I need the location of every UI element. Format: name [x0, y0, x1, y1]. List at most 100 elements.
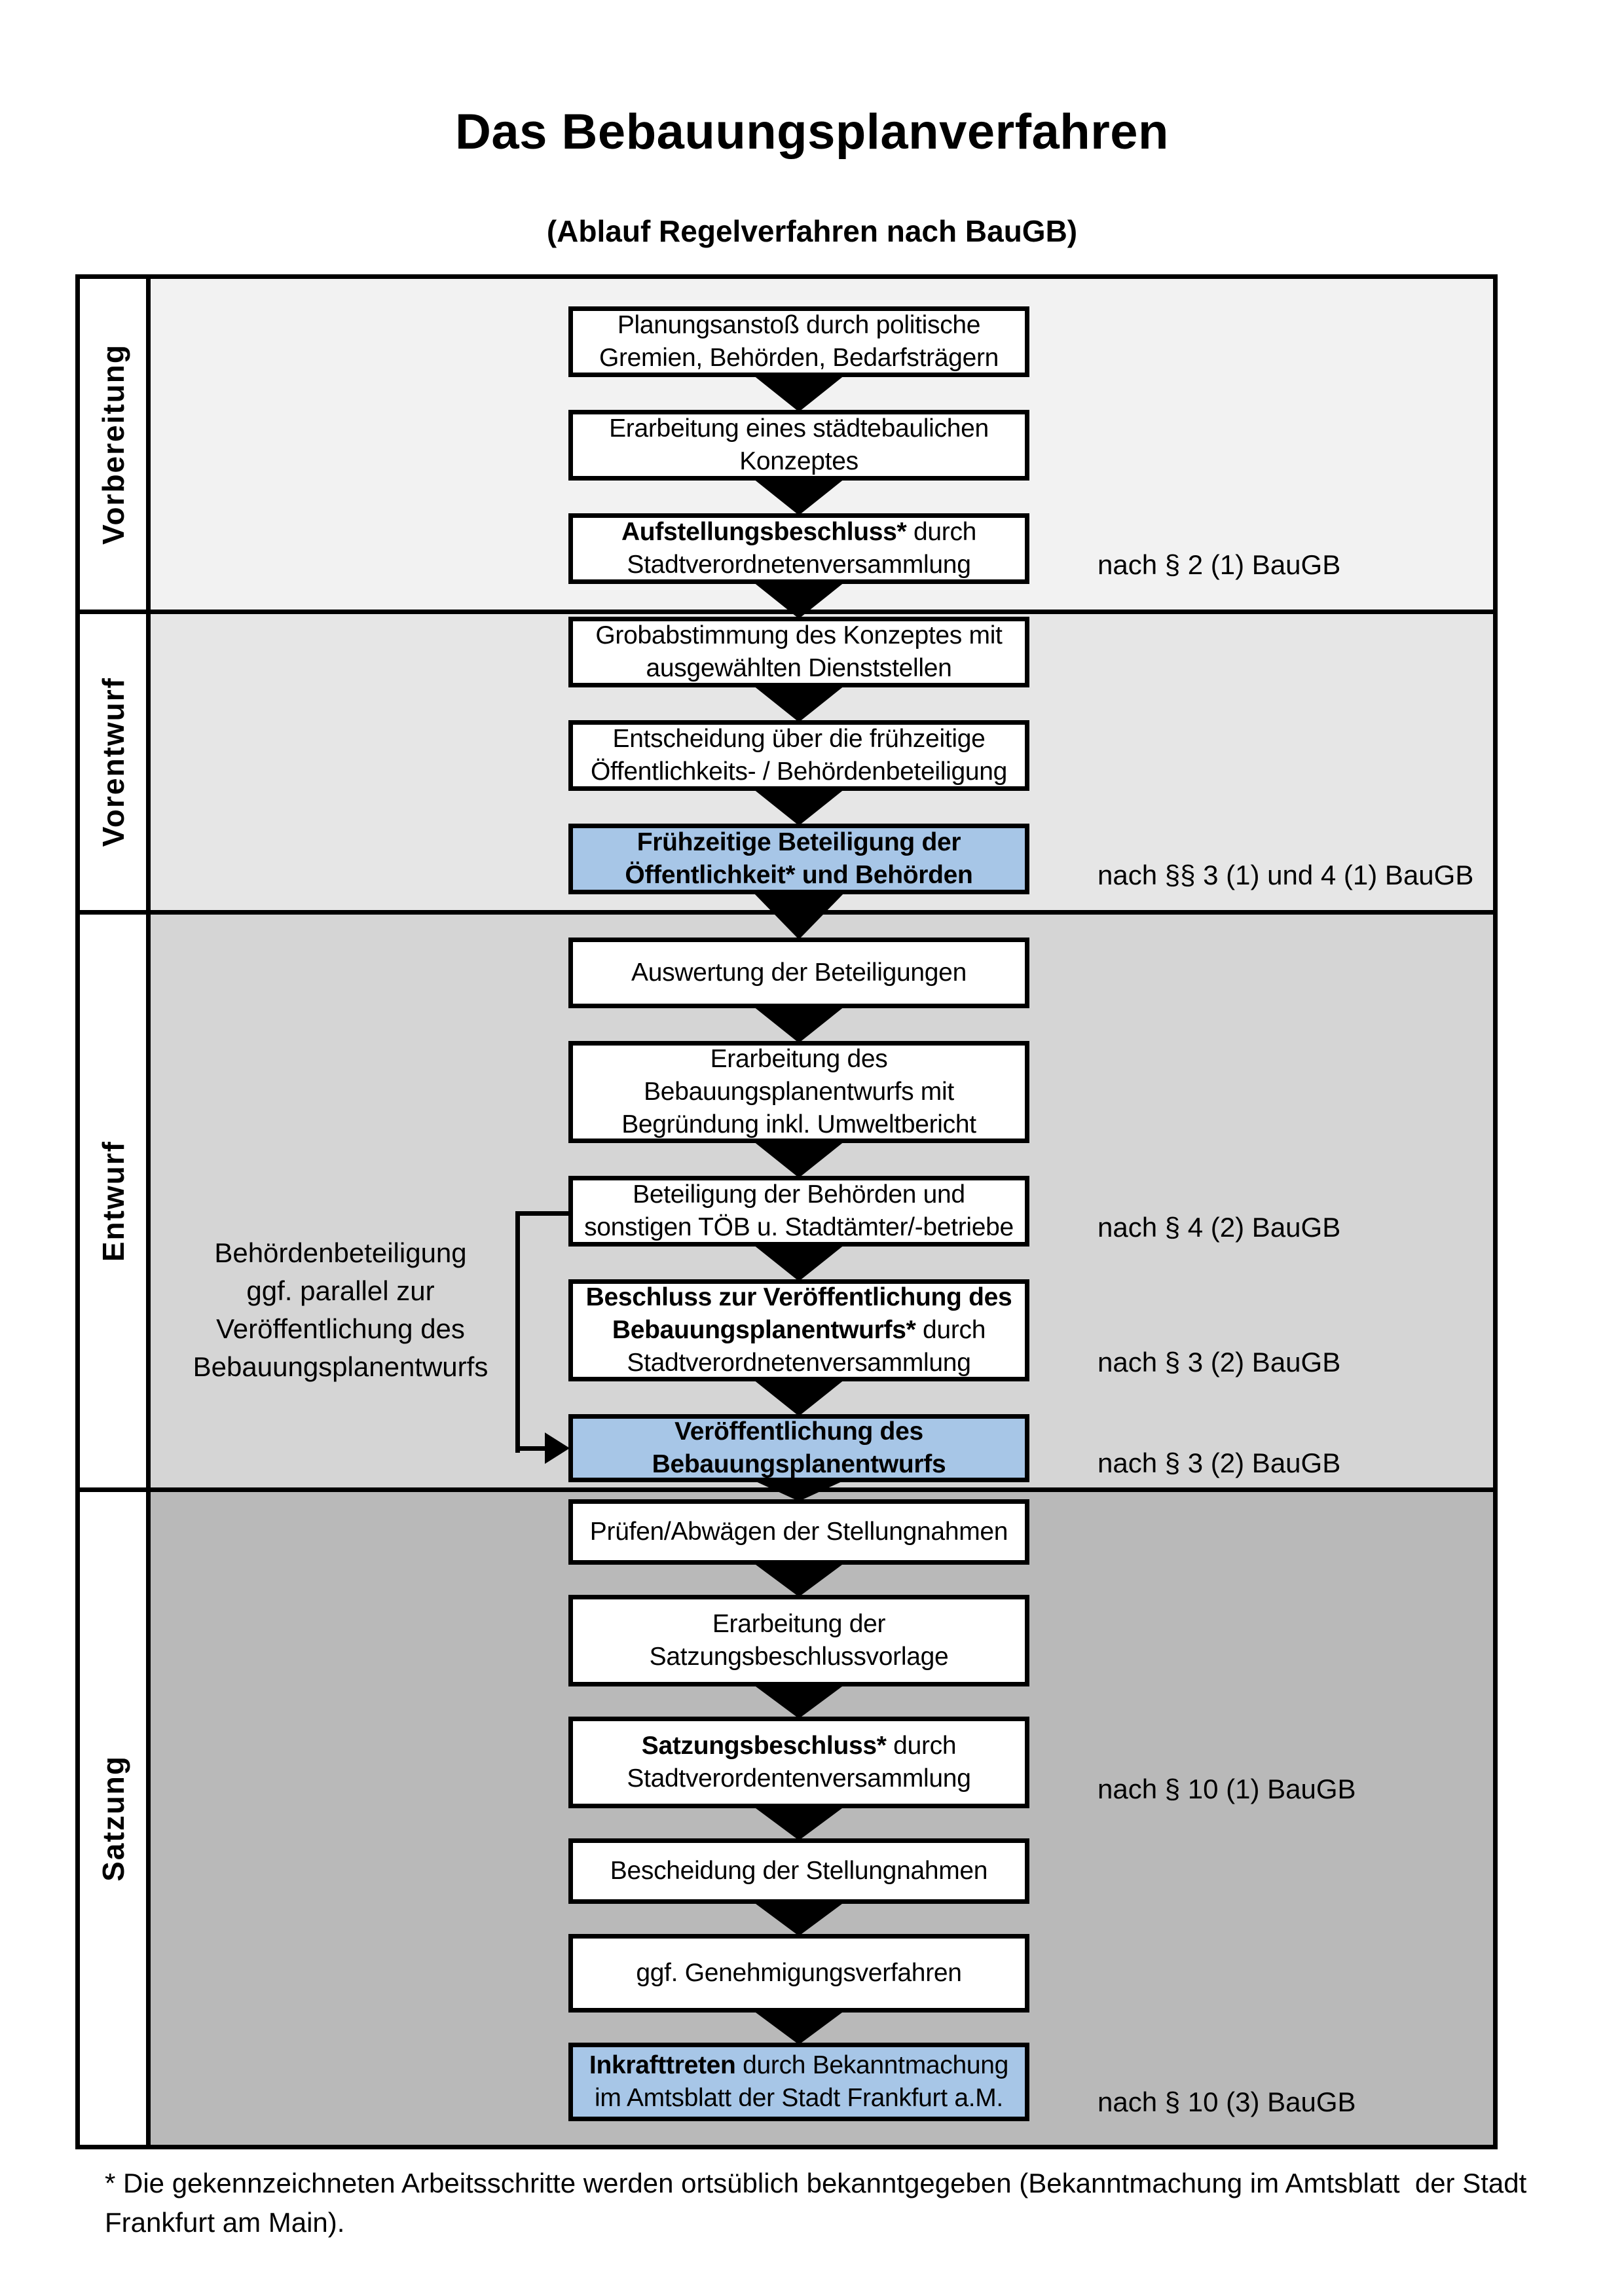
step-text-line: Erarbeitung eines städtebaulichen — [609, 412, 989, 445]
step-text-line: Bescheidung der Stellungnahmen — [610, 1855, 988, 1887]
step-text-line: Veröffentlichung des — [674, 1415, 923, 1448]
step-box-12: Prüfen/Abwägen der Stellungnahmen — [568, 1499, 1029, 1565]
phase-label-vorbereitung: Vorbereitung — [96, 344, 130, 545]
arrow-down-icon — [753, 1480, 845, 1501]
step-text-bold: Bebauungsplanentwurfs — [652, 1450, 946, 1478]
step-text-line: Bebauungsplanentwurfs mit — [644, 1076, 954, 1108]
step-text: Konzeptes — [739, 447, 858, 475]
arrow-down-icon — [753, 1563, 845, 1597]
step-text-bold: Beschluss zur Veröffentlichung des — [585, 1283, 1012, 1311]
step-text-line: Begründung inkl. Umweltbericht — [621, 1108, 976, 1141]
step-text: Planungsanstoß durch politische — [617, 311, 981, 339]
legal-reference: nach § 4 (2) BauGB — [1098, 1212, 1341, 1243]
step-text-line: Auswertung der Beteiligungen — [631, 957, 967, 989]
step-text-bold: Inkrafttreten — [589, 2051, 736, 2079]
step-box-7: Auswertung der Beteiligungen — [568, 938, 1029, 1008]
step-text: Stadtverordentenversammlung — [627, 1764, 971, 1793]
legal-reference: nach § 3 (2) BauGB — [1098, 1347, 1341, 1377]
step-text: im Amtsblatt der Stadt Frankfurt a.M. — [595, 2084, 1003, 2112]
step-text: Auswertung der Beteiligungen — [631, 958, 967, 987]
step-text-line: Satzungsbeschluss* durch — [641, 1730, 957, 1762]
step-text: sonstigen TÖB u. Stadtämter/-betriebe — [584, 1213, 1014, 1241]
step-text: Stadtverordnetenversammlung — [627, 1349, 971, 1377]
step-text: ausgewählten Dienststellen — [646, 654, 952, 682]
side-note-line: Veröffentlichung des — [216, 1313, 465, 1344]
step-text-line: Stadtverordentenversammlung — [627, 1762, 970, 1795]
connector-line-bottom — [515, 1446, 547, 1451]
side-note-line: Bebauungsplanentwurfs — [193, 1351, 489, 1382]
phase-label-cell-satzung: Satzung — [80, 1492, 151, 2145]
arrow-down-icon — [753, 1806, 845, 1840]
step-text-line: ausgewählten Dienststellen — [646, 652, 952, 685]
legal-reference: nach § 2 (1) BauGB — [1098, 549, 1341, 580]
step-text-line: Entscheidung über die frühzeitige — [613, 723, 986, 756]
arrow-down-icon — [753, 375, 845, 412]
arrow-down-icon — [753, 1902, 845, 1936]
side-note-line: Behördenbeteiligung — [214, 1237, 467, 1268]
arrow-down-icon — [753, 1685, 845, 1719]
page-title: Das Bebauungsplanverfahren — [455, 104, 1169, 160]
step-text-line: ggf. Genehmigungsverfahren — [636, 1957, 962, 1990]
step-text-line: Frühzeitige Beteiligung der — [637, 826, 961, 859]
arrow-down-icon — [753, 789, 845, 826]
footnote: * Die gekennzeichneten Arbeitsschritte w… — [105, 2168, 1527, 2238]
step-text-line: Beteiligung der Behörden und — [633, 1178, 965, 1211]
legal-reference: nach § 10 (3) BauGB — [1098, 2086, 1356, 2117]
step-text-bold: Satzungsbeschluss* — [641, 1732, 887, 1760]
step-text: Erarbeitung eines städtebaulichen — [609, 414, 989, 443]
step-text: Begründung inkl. Umweltbericht — [621, 1110, 976, 1139]
step-text-line: Konzeptes — [739, 445, 858, 478]
arrow-down-icon — [753, 582, 845, 619]
step-text: Entscheidung über die frühzeitige — [612, 725, 986, 753]
step-text: Öffentlichkeits- / Behördenbeteiligung — [590, 757, 1008, 786]
step-text-line: Beschluss zur Veröffentlichung des — [586, 1281, 1012, 1314]
arrow-down-icon — [753, 1379, 845, 1416]
arrow-down-icon — [753, 1245, 845, 1281]
step-text: Erarbeitung des — [710, 1045, 888, 1073]
step-box-16: ggf. Genehmigungsverfahren — [568, 1934, 1029, 2013]
step-text-line: Stadtverordnetenversammlung — [627, 1347, 970, 1379]
legal-reference: nach § 3 (2) BauGB — [1098, 1448, 1341, 1478]
page-subtitle: (Ablauf Regelverfahren nach BauGB) — [546, 214, 1078, 248]
step-text: durch — [906, 518, 977, 546]
step-text-line: Planungsanstoß durch politische — [617, 309, 981, 342]
connector-line-top — [515, 1211, 568, 1216]
step-text-bold: Frühzeitige Beteiligung der — [637, 828, 961, 856]
step-text-line: Grobabstimmung des Konzeptes mit — [595, 619, 1003, 652]
step-text: ggf. Genehmigungsverfahren — [636, 1959, 962, 1987]
step-text: durch — [886, 1732, 957, 1760]
connector-line-vertical — [515, 1211, 520, 1453]
step-text-bold: Öffentlichkeit* und Behörden — [625, 861, 973, 889]
arrow-right-icon — [545, 1432, 570, 1464]
step-text-line: Öffentlichkeits- / Behördenbeteiligung — [591, 756, 1007, 788]
legal-reference: nach § 10 (1) BauGB — [1098, 1774, 1356, 1804]
step-box-17: Inkrafttreten durch Bekanntmachung im Amt… — [568, 2043, 1029, 2121]
phase-label-satzung: Satzung — [96, 1755, 130, 1882]
phase-label-vorentwurf: Vorentwurf — [96, 677, 130, 847]
arrow-down-icon — [753, 479, 845, 515]
arrow-down-icon — [753, 2011, 845, 2045]
step-text: Prüfen/Abwägen der Stellungnahmen — [589, 1518, 1008, 1546]
phase-label-entwurf: Entwurf — [96, 1140, 130, 1262]
arrow-down-icon — [753, 685, 845, 722]
phase-label-cell-vorbereitung: Vorbereitung — [80, 279, 151, 610]
step-text: Erarbeitung der — [712, 1610, 886, 1638]
arrow-down-icon — [753, 1141, 845, 1178]
step-text-bold: Veröffentlichung des — [674, 1417, 923, 1446]
step-text-line: sonstigen TÖB u. Stadtämter/-betriebe — [584, 1211, 1014, 1244]
step-text: durch Bekanntmachung — [735, 2051, 1009, 2079]
step-text-line: Stadtverordnetenversammlung — [627, 549, 970, 581]
